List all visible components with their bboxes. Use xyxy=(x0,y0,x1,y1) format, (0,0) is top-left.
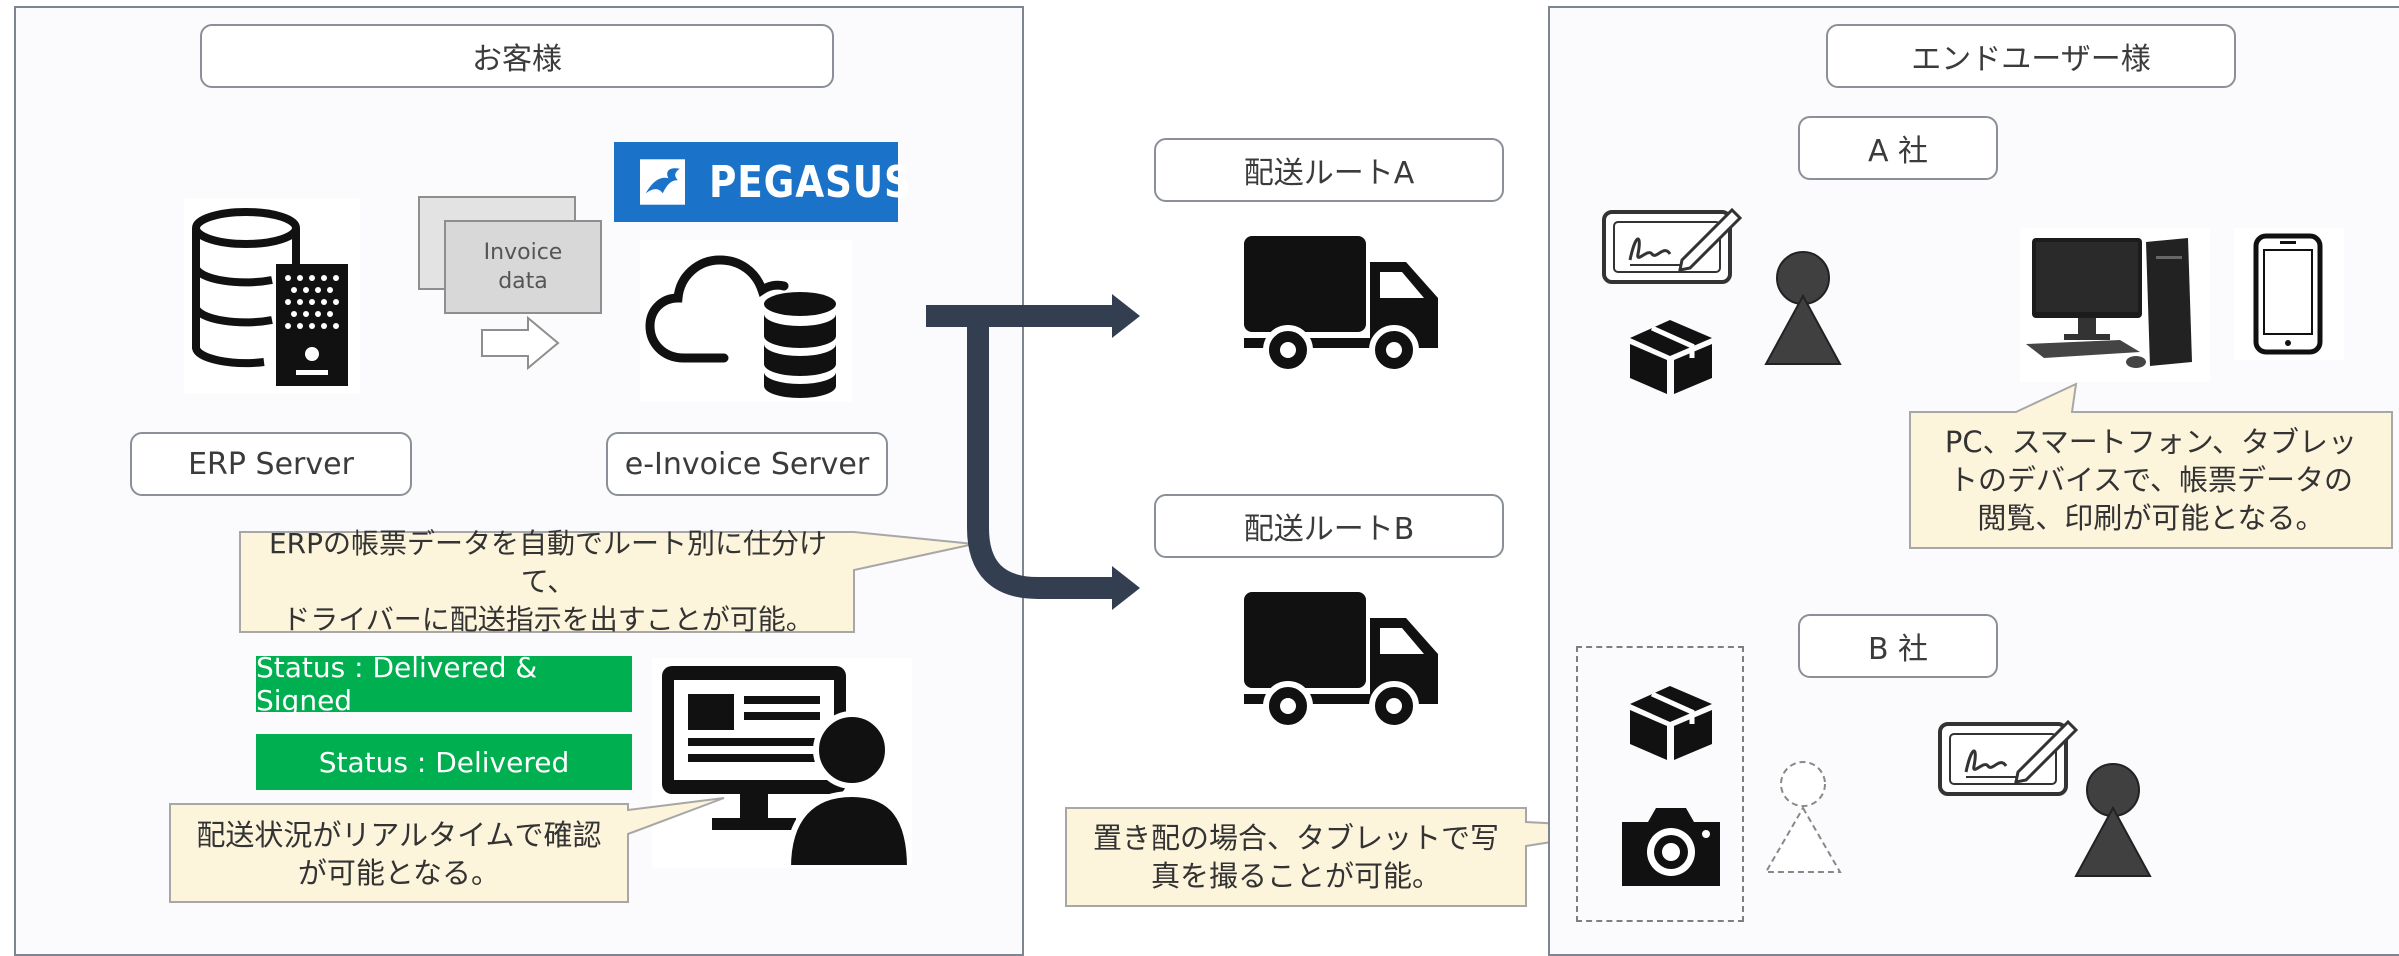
customer-panel-title: お客様 xyxy=(200,24,834,88)
monitor-user-icon xyxy=(652,658,912,868)
person-icon xyxy=(2074,763,2152,877)
callout-devices-shape xyxy=(1909,382,2393,549)
desktop-pc-icon xyxy=(2020,228,2210,382)
database-server-icon xyxy=(184,198,360,394)
company-a-label: A 社 xyxy=(1798,116,1998,180)
person-outline-icon xyxy=(1764,761,1842,873)
package-icon xyxy=(1630,686,1712,760)
invoice-arrow-icon xyxy=(481,316,560,370)
callout-realtime-text: 配送状況がリアルタイムで確認 が可能となる。 xyxy=(196,818,602,890)
status-badge-signed: Status : Delivered & Signed xyxy=(256,651,632,717)
smartphone-icon xyxy=(2234,228,2344,360)
pegasus-logo: PEGASUS xyxy=(614,142,911,222)
truck-icon xyxy=(1244,236,1438,374)
route-b-label: 配送ルートB xyxy=(1154,494,1504,558)
status-badge-delivered: Status : Delivered xyxy=(256,734,632,790)
erp-server-label: ERP Server xyxy=(130,432,412,496)
enduser-panel-title: エンドユーザー様 xyxy=(1826,24,2236,88)
package-icon xyxy=(1630,320,1712,394)
pegasus-logo-text: PEGASUS xyxy=(709,156,913,208)
einvoice-server-label: e-Invoice Server xyxy=(606,432,888,496)
company-b-label: B 社 xyxy=(1798,614,1998,678)
callout-realtime-shape xyxy=(169,797,725,903)
callout-routing-text: ERPの帳票データを自動でルート別に仕分けて、 ドライバーに配送指示を出すことが… xyxy=(268,527,828,636)
cloud-database-icon xyxy=(640,240,852,402)
drop-off-group xyxy=(1576,646,1744,922)
signature-tablet-icon xyxy=(1938,719,2079,796)
signature-tablet-icon xyxy=(1602,207,1743,284)
person-icon xyxy=(1764,251,1842,365)
camera-icon xyxy=(1622,808,1720,886)
pegasus-mark-icon xyxy=(640,159,686,205)
truck-icon xyxy=(1244,592,1438,730)
invoice-document-icon: Invoice data xyxy=(444,220,602,314)
route-split-arrows xyxy=(926,294,1140,610)
callout-devices-text: PC、スマートフォン、タブレッ トのデバイスで、帳票データの 閲覧、印刷が可能と… xyxy=(1944,425,2358,535)
route-a-label: 配送ルートA xyxy=(1154,138,1504,202)
callout-photo-text: 置き配の場合、タブレットで写 真を撮ることが可能。 xyxy=(1092,821,1499,893)
callout-routing-shape xyxy=(239,531,975,633)
